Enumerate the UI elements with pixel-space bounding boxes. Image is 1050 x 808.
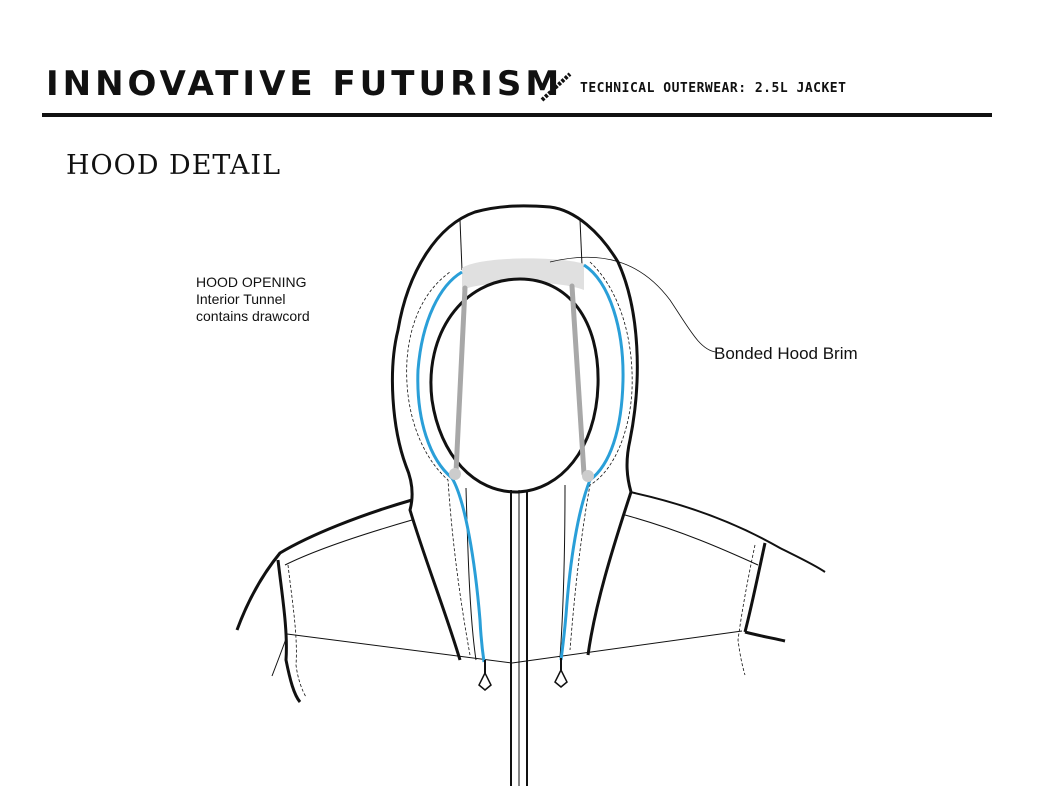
left-armhole-seam	[276, 559, 302, 703]
interior-cord-channels	[453, 283, 587, 477]
left-armhole-stitch	[287, 564, 307, 698]
right-yoke-seam	[511, 630, 743, 664]
header-rule	[42, 113, 992, 117]
right-shoulder-outline	[629, 491, 826, 573]
brand-logo-text: INNOVATIVE FUTURISM	[46, 64, 564, 104]
face-opening	[429, 277, 600, 494]
left-cord-toggle	[478, 660, 492, 691]
brim-callout-label: Bonded Hood Brim	[714, 344, 858, 363]
right-cord-toggle	[554, 658, 568, 688]
hood-stitch-line	[406, 261, 633, 656]
left-sleeve-edge	[271, 635, 288, 677]
left-cord-exit-grommet	[449, 468, 461, 480]
right-sleeve-edge	[744, 630, 786, 643]
left-shoulder-outline	[235, 498, 413, 631]
brim-leader-line	[549, 256, 717, 353]
left-yoke-seam	[286, 633, 513, 664]
right-armhole-seam	[743, 542, 767, 633]
right-cord-exit-grommet	[582, 470, 594, 482]
diagonal-slash-icon	[540, 72, 572, 102]
left-shoulder	[235, 498, 513, 703]
section-title: HOOD DETAIL	[66, 150, 282, 181]
left-inner-seam	[284, 519, 413, 566]
hood-opening-callout: HOOD OPENING Interior Tunnel contains dr…	[196, 274, 310, 325]
hood-opening-line-1: Interior Tunnel	[196, 291, 286, 307]
hood-opening-title: HOOD OPENING	[196, 274, 307, 290]
sheet-subtitle: TECHNICAL OUTERWEAR: 2.5L JACKET	[580, 81, 847, 96]
right-shoulder	[511, 491, 826, 676]
right-armhole-stitch	[737, 544, 756, 676]
hood-opening-line-2: contains drawcord	[196, 308, 310, 324]
hood-outer-shell	[391, 204, 639, 661]
right-inner-seam	[624, 514, 759, 566]
center-front-zipper	[510, 490, 528, 786]
